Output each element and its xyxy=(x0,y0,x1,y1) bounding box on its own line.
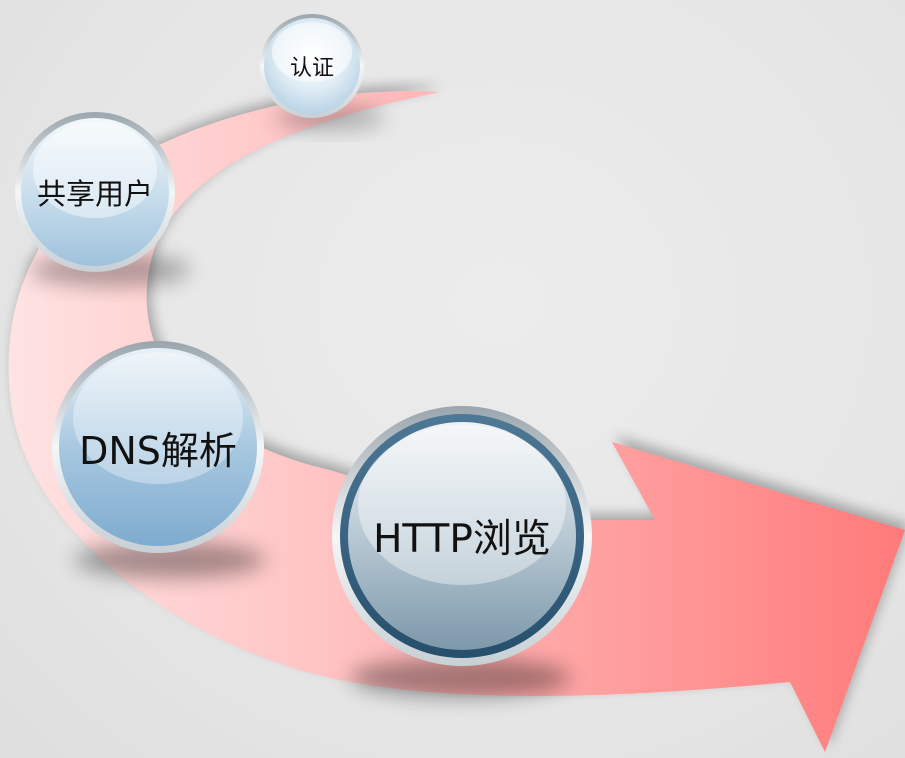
bubble-shared-user xyxy=(15,112,175,272)
bubble-auth xyxy=(260,14,364,118)
bubble-dns xyxy=(52,341,264,553)
bubble-http xyxy=(332,406,592,666)
curved-arrow xyxy=(8,91,905,753)
